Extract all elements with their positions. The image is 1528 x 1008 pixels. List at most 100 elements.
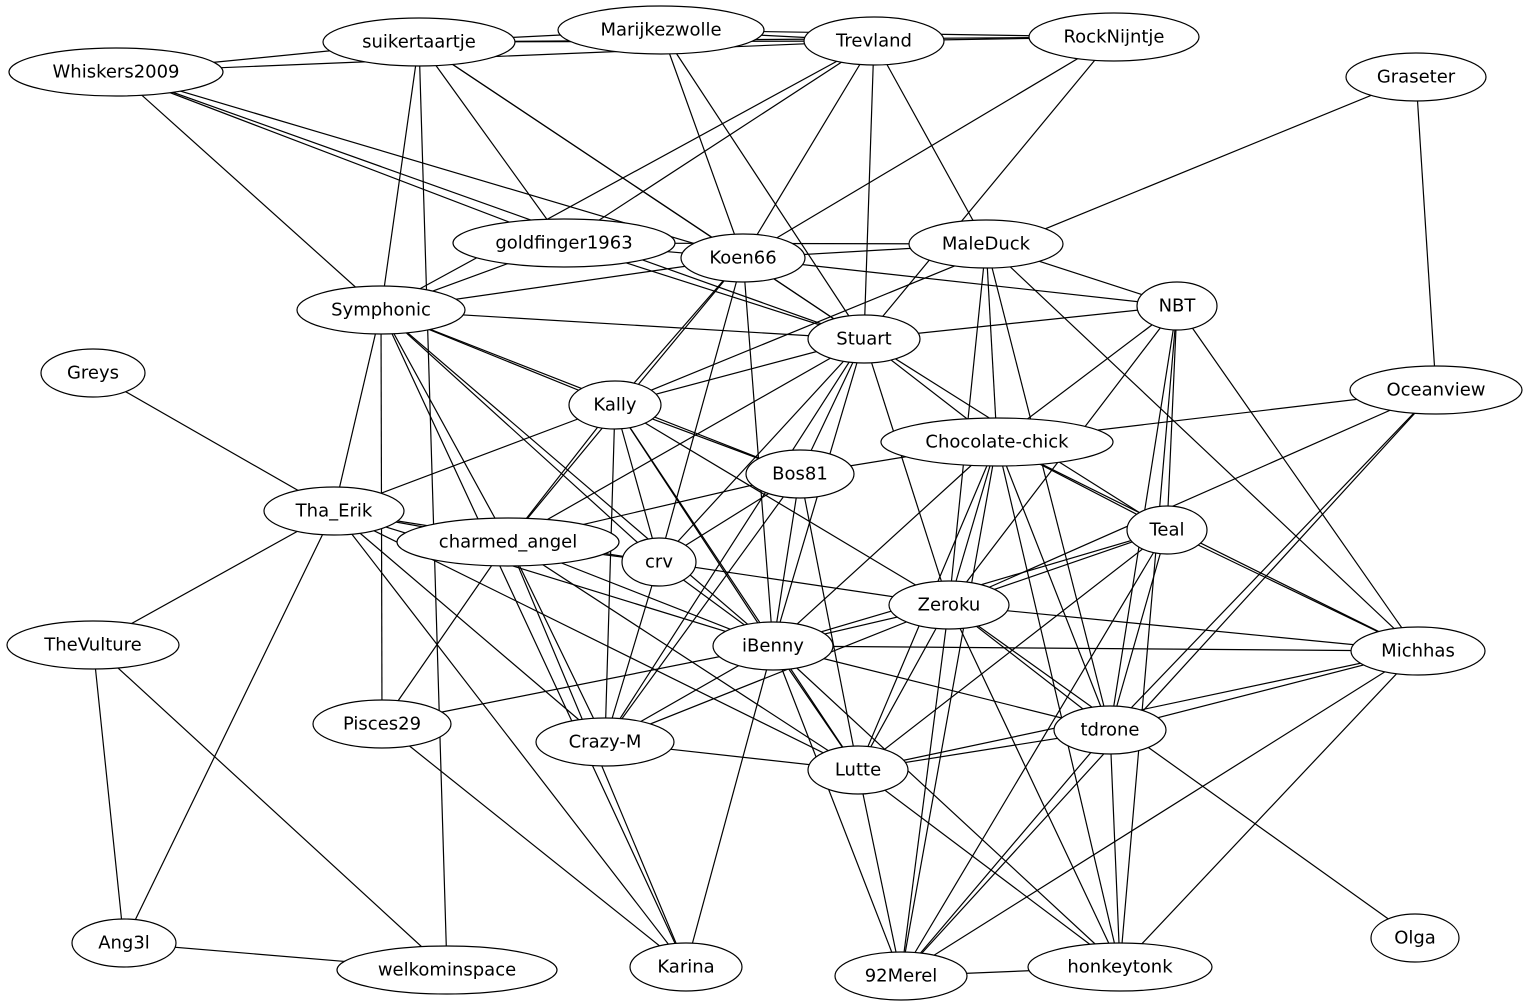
node-RockNijntje[interactable]: RockNijntje [1028, 12, 1200, 62]
edge-charmed_angel-Lutte [507, 541, 859, 771]
node-ellipse [452, 218, 676, 268]
node-Ang3l[interactable]: Ang3l [71, 918, 177, 968]
node-ellipse [336, 945, 558, 995]
node-label: Michhas [1381, 641, 1455, 662]
edge-NBT-honkeytonk [1119, 305, 1178, 968]
edge-Tha_Erik-Ang3l [123, 510, 335, 944]
edge-tdrone-honkeytonk [1109, 729, 1121, 968]
node-label: Oceanview [1386, 380, 1485, 401]
node-iBenny[interactable]: iBenny [712, 621, 834, 671]
node-Bos81[interactable]: Bos81 [745, 449, 855, 499]
edge-Whiskers2009-Symphonic [115, 71, 382, 311]
node-ellipse [1027, 942, 1213, 992]
edge-crv-Crazy-M [604, 561, 660, 743]
node-TheVulture[interactable]: TheVulture [6, 620, 180, 670]
node-Karina[interactable]: Karina [629, 942, 743, 992]
edge-Michhas-92Merel [900, 650, 1419, 977]
node-ellipse [40, 348, 146, 398]
node-Stuart[interactable]: Stuart [807, 314, 921, 364]
node-label: Zeroku [918, 595, 981, 616]
node-label: Teal [1148, 520, 1184, 541]
edge-Graseter-Oceanview [1415, 76, 1437, 391]
edge-Zeroku-Olga [948, 604, 1416, 939]
node-label: honkeytonk [1067, 957, 1173, 978]
edge-Zeroku-Lutte [857, 604, 950, 771]
edge-TheVulture-Ang3l [92, 644, 125, 944]
node-label: Tha_Erik [295, 501, 373, 522]
edge-Tha_Erik-Crazy-M [333, 510, 606, 743]
node-ellipse [322, 17, 516, 67]
edge-iBenny-Karina [685, 645, 774, 968]
node-label: Ang3l [98, 933, 150, 954]
node-Lutte[interactable]: Lutte [807, 745, 909, 795]
node-Greys[interactable]: Greys [40, 348, 146, 398]
node-crv[interactable]: crv [621, 537, 697, 587]
node-Crazy-M[interactable]: Crazy-M [535, 717, 675, 767]
node-Graseter[interactable]: Graseter [1345, 52, 1487, 102]
node-Zeroku[interactable]: Zeroku [888, 580, 1010, 630]
node-label: Pisces29 [343, 714, 421, 735]
node-label: 92Merel [865, 966, 938, 987]
node-label: Greys [67, 363, 119, 384]
node-ellipse [8, 47, 224, 97]
edge-Trevland-Stuart [863, 40, 875, 340]
edge-Kally-Crazy-M [604, 404, 616, 743]
edge-Koen66-iBenny [742, 257, 774, 647]
edge-Trevland-Koen66 [742, 40, 875, 259]
node-Whiskers2009[interactable]: Whiskers2009 [8, 47, 224, 97]
edge-RockNijntje-Koen66 [742, 36, 1115, 259]
node-Marijkezwolle[interactable]: Marijkezwolle [557, 5, 765, 55]
edge-Teal-Michhas [1166, 529, 1419, 652]
node-Tha_Erik[interactable]: Tha_Erik [263, 486, 405, 536]
edge-Bos81-Lutte [799, 473, 859, 771]
node-92Merel[interactable]: 92Merel [834, 951, 968, 1001]
node-Michhas[interactable]: Michhas [1350, 626, 1486, 676]
node-label: charmed_angel [439, 532, 577, 553]
edge-RockNijntje-Stuart [863, 36, 1115, 340]
node-NBT[interactable]: NBT [1136, 281, 1218, 331]
node-label: MaleDuck [942, 234, 1031, 255]
node-label: tdrone [1081, 720, 1140, 741]
node-tdrone[interactable]: tdrone [1053, 705, 1167, 755]
node-label: Trevland [835, 31, 912, 52]
node-charmed_angel[interactable]: charmed_angel [396, 517, 620, 567]
edge-Stuart-charmed_angel [507, 338, 865, 543]
edge-Zeroku-Michhas [948, 604, 1419, 652]
node-Oceanview[interactable]: Oceanview [1349, 365, 1523, 415]
edge-Stuart-Zeroku [863, 338, 950, 606]
node-suikertaartje[interactable]: suikertaartje [322, 17, 516, 67]
edge-Marijkezwolle-Stuart [660, 29, 865, 340]
node-ellipse [71, 918, 177, 968]
node-ellipse [880, 417, 1114, 467]
edge-Trevland-Symphonic [380, 40, 875, 311]
edge-Koen66-NBT [742, 257, 1178, 307]
node-Trevland[interactable]: Trevland [803, 16, 945, 66]
edge-iBenny-tdrone [772, 645, 1111, 731]
node-Chocolate-chick[interactable]: Chocolate-chick [880, 417, 1114, 467]
node-Pisces29[interactable]: Pisces29 [312, 699, 452, 749]
node-Symphonic[interactable]: Symphonic [296, 285, 466, 335]
node-ellipse [312, 699, 452, 749]
node-Teal[interactable]: Teal [1126, 505, 1208, 555]
edge-Symphonic-iBenny [380, 309, 774, 647]
node-ellipse [1053, 705, 1167, 755]
edge-Greys-Tha_Erik [92, 372, 335, 512]
node-Koen66[interactable]: Koen66 [680, 233, 806, 283]
edge-Chocolate-chick-Michhas [996, 441, 1419, 652]
node-goldfinger1963[interactable]: goldfinger1963 [452, 218, 676, 268]
node-ellipse [557, 5, 765, 55]
node-Olga[interactable]: Olga [1370, 913, 1460, 963]
node-label: Whiskers2009 [52, 62, 179, 83]
node-honkeytonk[interactable]: honkeytonk [1027, 942, 1213, 992]
node-label: Graseter [1377, 67, 1456, 88]
node-MaleDuck[interactable]: MaleDuck [908, 219, 1064, 269]
edge-Symphonic-charmed_angel [380, 309, 509, 543]
edge-suikertaartje-Symphonic [380, 41, 420, 311]
node-label: Lutte [835, 760, 881, 781]
edge-layer [92, 29, 1437, 977]
node-Kally[interactable]: Kally [568, 380, 662, 430]
node-welkominspace[interactable]: welkominspace [336, 945, 558, 995]
node-ellipse [680, 233, 806, 283]
edge-Whiskers2009-goldfinger1963 [115, 71, 565, 244]
edge-iBenny-92Merel [772, 645, 902, 977]
